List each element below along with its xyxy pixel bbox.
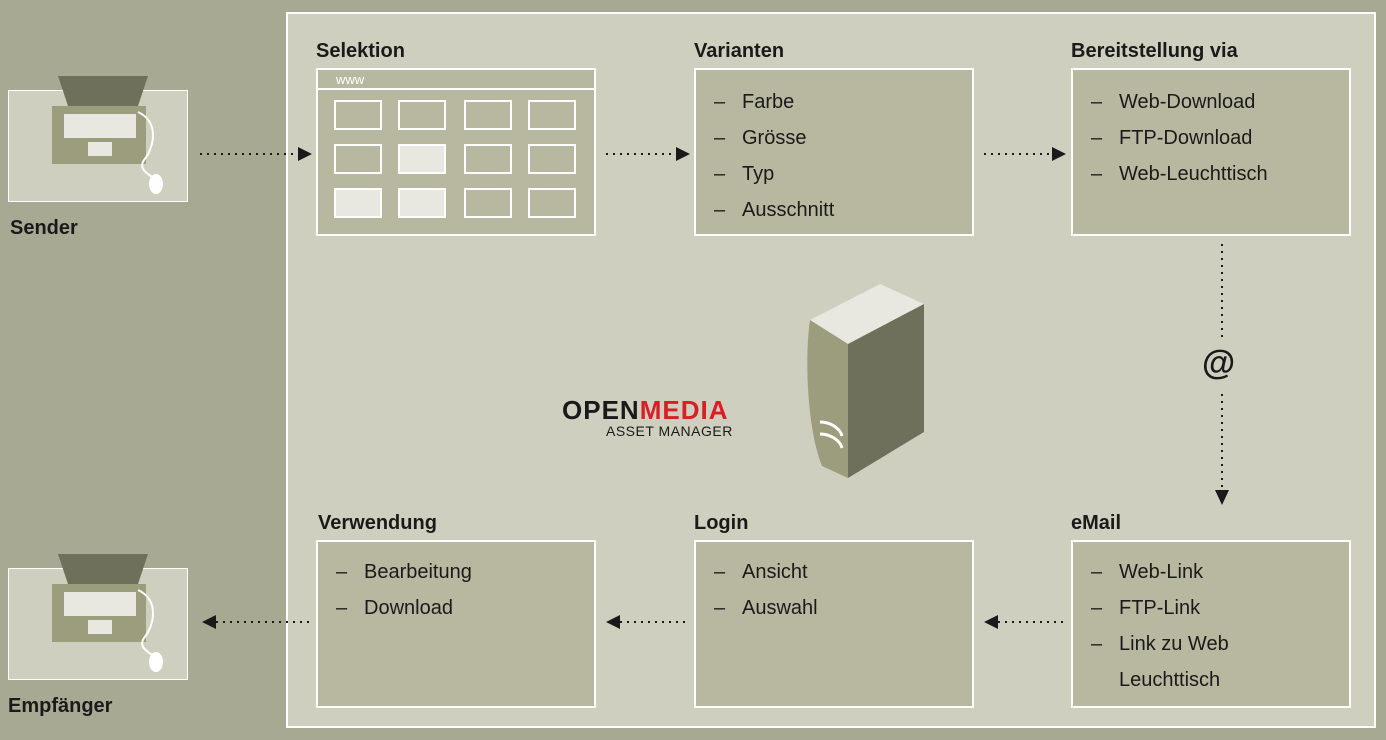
arrowhead-right-icon <box>1052 147 1066 161</box>
arrowhead-left-icon <box>984 615 998 629</box>
browser-address-bar: www <box>318 70 594 90</box>
usage-item: Bearbeitung <box>318 554 594 590</box>
arrowhead-right-icon <box>676 147 690 161</box>
thumbnail-cell <box>528 144 576 174</box>
server-icon <box>807 284 924 478</box>
email-item: Link zu Web <box>1073 626 1349 662</box>
email-item: FTP-Link <box>1073 590 1349 626</box>
receiver-label: Empfänger <box>8 695 113 717</box>
login-item: Auswahl <box>696 590 972 626</box>
thumbnail-cell <box>528 100 576 130</box>
login-box: Ansicht Auswahl <box>694 540 974 708</box>
thumbnail-cell <box>464 144 512 174</box>
usage-box: Bearbeitung Download <box>316 540 596 708</box>
email-item-continuation: Leuchttisch <box>1073 662 1349 698</box>
thumbnail-cell <box>528 188 576 218</box>
login-title: Login <box>694 512 749 534</box>
usage-item: Download <box>318 590 594 626</box>
thumbnail-cell <box>464 188 512 218</box>
variants-title: Varianten <box>694 40 785 62</box>
variants-box: Farbe Grösse Typ Ausschnitt <box>694 68 974 236</box>
thumbnail-cell <box>334 144 382 174</box>
provision-item: FTP-Download <box>1073 120 1349 156</box>
email-box: Web-Link FTP-Link Link zu Web Leuchttisc… <box>1071 540 1351 708</box>
logo-brand-media: MEDIA <box>639 395 729 425</box>
thumbnail-cell-selected <box>398 144 446 174</box>
variants-item: Grösse <box>696 120 972 156</box>
arrowhead-left-icon <box>202 615 216 629</box>
thumbnail-cell-selected <box>398 188 446 218</box>
usage-title: Verwendung <box>318 512 437 534</box>
logo-brand-open: OPEN <box>562 395 640 425</box>
login-item: Ansicht <box>696 554 972 590</box>
email-at-symbol: @ <box>1202 344 1236 382</box>
email-title: eMail <box>1071 512 1122 534</box>
thumbnail-cell <box>464 100 512 130</box>
variants-item: Farbe <box>696 84 972 120</box>
openmedia-logo: OPENMEDIA <box>562 397 728 423</box>
logo-tagline: ASSET MANAGER <box>606 423 733 439</box>
provision-box: Web-Download FTP-Download Web-Leuchttisc… <box>1071 68 1351 236</box>
provision-item: Web-Download <box>1073 84 1349 120</box>
arrowhead-left-icon <box>606 615 620 629</box>
email-item-continuation-text: Leuchttisch <box>1119 669 1221 691</box>
selection-title: Selektion <box>316 40 405 62</box>
provision-title: Bereitstellung via <box>1071 40 1238 62</box>
sender-laptop-icon <box>52 76 163 194</box>
selection-browser-window: www <box>316 68 596 236</box>
variants-item: Ausschnitt <box>696 192 972 228</box>
arrowhead-right-icon <box>298 147 312 161</box>
thumbnail-cell <box>398 100 446 130</box>
variants-item: Typ <box>696 156 972 192</box>
provision-item: Web-Leuchttisch <box>1073 156 1349 192</box>
thumbnail-cell-selected <box>334 188 382 218</box>
browser-url: www <box>336 72 365 87</box>
thumbnail-cell <box>334 100 382 130</box>
receiver-laptop-icon <box>52 554 163 672</box>
arrowhead-down-icon <box>1215 490 1229 505</box>
sender-label: Sender <box>10 217 78 239</box>
email-item: Web-Link <box>1073 554 1349 590</box>
